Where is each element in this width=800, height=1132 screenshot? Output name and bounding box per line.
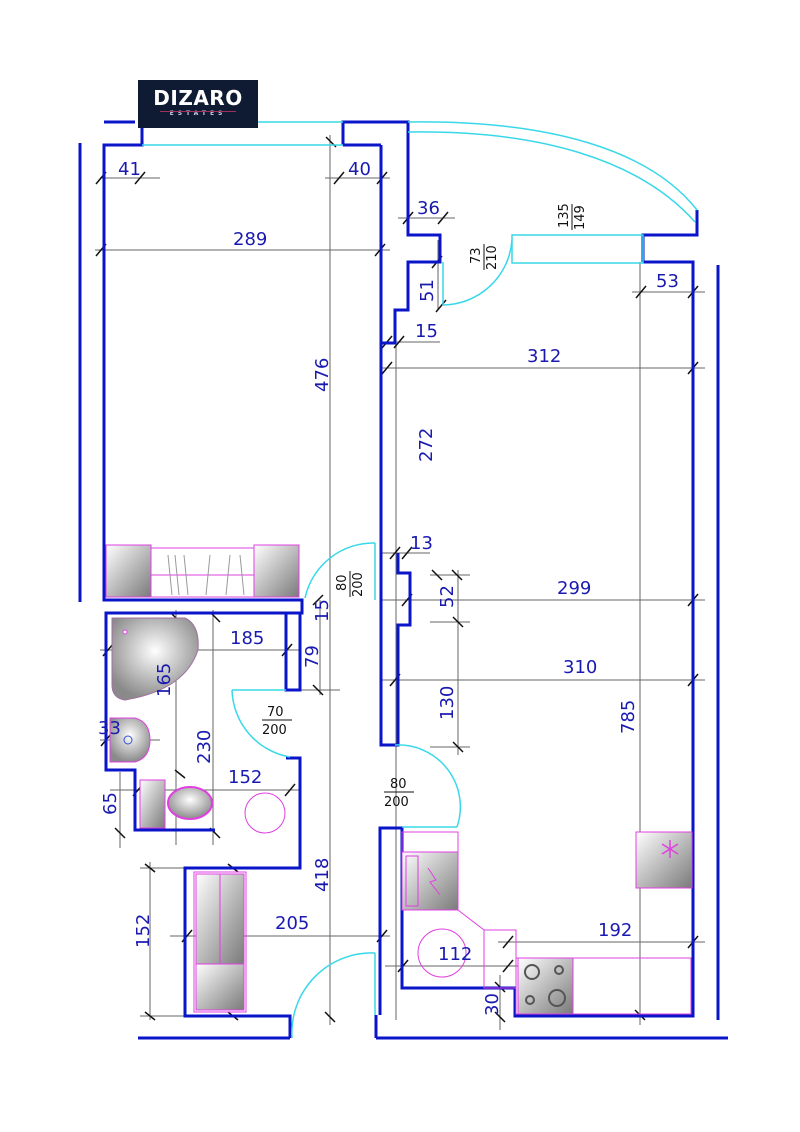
svg-text:299: 299 bbox=[557, 578, 591, 599]
dimension-lines bbox=[95, 135, 705, 1030]
sink-drain-icon bbox=[123, 735, 133, 745]
door-swing-balcony bbox=[442, 239, 513, 306]
svg-text:312: 312 bbox=[527, 346, 561, 367]
door-swing-kitchen bbox=[394, 744, 462, 828]
svg-text:149: 149 bbox=[573, 205, 588, 230]
svg-text:15: 15 bbox=[415, 321, 438, 342]
svg-text:200: 200 bbox=[384, 795, 409, 810]
svg-text:185: 185 bbox=[230, 628, 264, 649]
stove-burners-icon bbox=[524, 964, 566, 1007]
svg-text:112: 112 bbox=[438, 944, 472, 965]
svg-text:200: 200 bbox=[262, 723, 287, 738]
dimension-labels: 41 40 289 476 36 51 15 312 53 272 13 52 … bbox=[98, 159, 679, 1016]
toilet-tank bbox=[139, 779, 166, 829]
oven bbox=[401, 851, 459, 911]
svg-text:200: 200 bbox=[351, 572, 366, 597]
svg-text:310: 310 bbox=[563, 657, 597, 678]
dining-table bbox=[417, 928, 467, 978]
electric-icon bbox=[427, 867, 441, 896]
toilet-bowl bbox=[167, 786, 213, 820]
stove bbox=[517, 957, 574, 1015]
svg-text:13: 13 bbox=[410, 533, 433, 554]
hall-wardrobe bbox=[193, 871, 247, 1013]
door-swing-bedroom bbox=[304, 542, 376, 599]
svg-text:33: 33 bbox=[98, 718, 121, 739]
logo-brand: DIZARO bbox=[153, 86, 243, 110]
fridge bbox=[635, 831, 693, 889]
snowflake-icon bbox=[661, 840, 679, 858]
wardrobe-left-block bbox=[105, 544, 152, 598]
svg-text:53: 53 bbox=[656, 271, 679, 292]
svg-text:785: 785 bbox=[618, 700, 639, 734]
svg-text:210: 210 bbox=[485, 245, 500, 270]
svg-text:70: 70 bbox=[267, 705, 284, 720]
svg-text:36: 36 bbox=[417, 198, 440, 219]
svg-text:476: 476 bbox=[312, 358, 333, 392]
wardrobe-right-block bbox=[253, 544, 300, 598]
svg-text:79: 79 bbox=[302, 645, 323, 668]
logo-divider bbox=[160, 111, 236, 112]
svg-text:272: 272 bbox=[416, 428, 437, 462]
logo: DIZARO ESTATES bbox=[138, 80, 258, 128]
svg-text:418: 418 bbox=[312, 858, 333, 892]
svg-text:65: 65 bbox=[100, 792, 121, 815]
door-swing-entrance bbox=[291, 952, 376, 1039]
sink bbox=[109, 717, 151, 763]
svg-text:40: 40 bbox=[348, 159, 371, 180]
svg-text:80: 80 bbox=[335, 574, 350, 591]
svg-text:80: 80 bbox=[390, 777, 407, 792]
svg-text:152: 152 bbox=[133, 914, 154, 948]
svg-text:41: 41 bbox=[118, 159, 141, 180]
shower-tray bbox=[111, 617, 199, 701]
svg-text:51: 51 bbox=[417, 279, 438, 302]
svg-text:135: 135 bbox=[557, 203, 572, 228]
svg-text:152: 152 bbox=[228, 767, 262, 788]
svg-text:73: 73 bbox=[469, 247, 484, 264]
svg-text:205: 205 bbox=[275, 913, 309, 934]
door-swing-bathroom bbox=[231, 689, 291, 758]
svg-text:52: 52 bbox=[437, 585, 458, 608]
svg-text:130: 130 bbox=[437, 686, 458, 720]
svg-text:15: 15 bbox=[312, 599, 333, 622]
door-sizes: 135 149 73 210 80 200 70 200 80 200 bbox=[262, 203, 588, 810]
washing-machine bbox=[244, 792, 286, 834]
doors-windows bbox=[142, 121, 698, 1039]
logo-subtitle: ESTATES bbox=[169, 110, 227, 117]
svg-text:165: 165 bbox=[154, 663, 175, 697]
shower-drain-icon bbox=[122, 629, 128, 635]
svg-text:192: 192 bbox=[598, 920, 632, 941]
furniture bbox=[105, 544, 693, 1015]
svg-text:30: 30 bbox=[482, 993, 503, 1016]
svg-text:289: 289 bbox=[233, 229, 267, 250]
svg-text:230: 230 bbox=[194, 730, 215, 764]
